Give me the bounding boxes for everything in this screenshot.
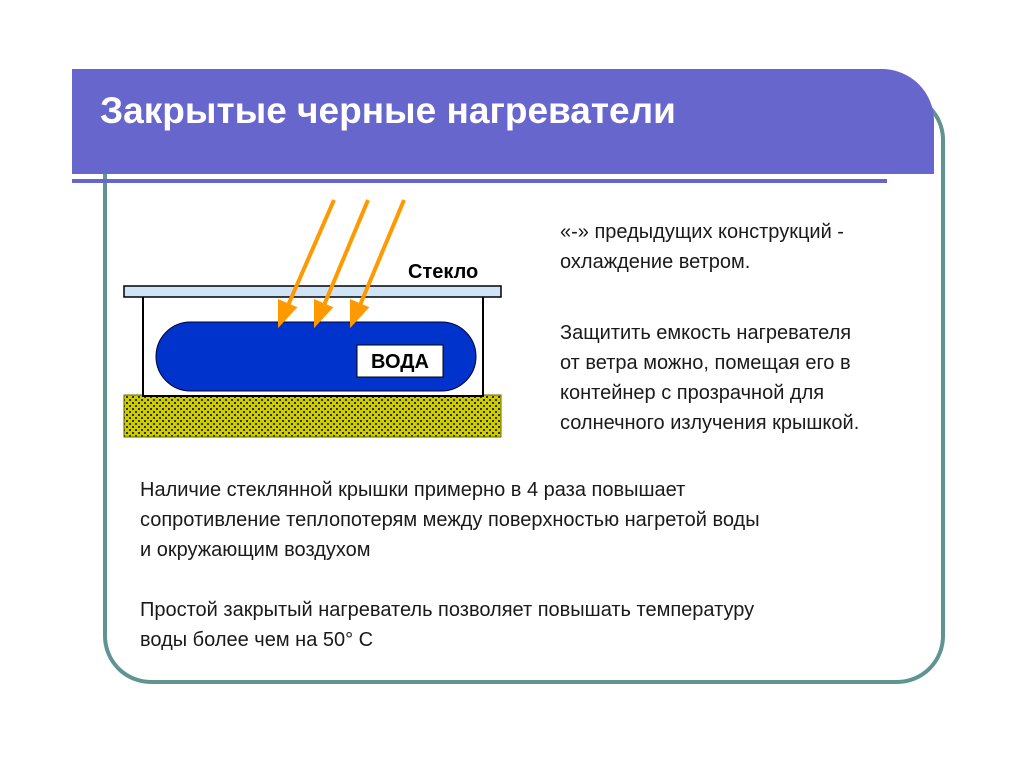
title-underline [72, 179, 887, 183]
sun-rays [278, 199, 406, 329]
ray-arrowhead-icon [278, 298, 298, 329]
paragraph-protect-tank: Защитить емкость нагревателя от ветра мо… [560, 322, 860, 434]
sun-ray-icon [320, 199, 370, 311]
paragraph-wind-cooling: «-» предыдущих конструкций - охлаждение … [560, 221, 844, 273]
slide-title: Закрытые черные нагреватели [100, 90, 676, 131]
sun-ray-icon [356, 199, 406, 311]
glass-label: Стекло [408, 261, 478, 283]
water-label-box [356, 344, 444, 378]
base-layer [123, 394, 502, 438]
ray-arrowhead-icon [350, 298, 370, 329]
paragraph-glass-cover: Наличие стеклянной крышки примерно в 4 р… [140, 479, 760, 561]
paragraph-temperature: Простой закрытый нагреватель позволяет п… [140, 599, 755, 651]
glass-cover [123, 285, 502, 298]
sun-ray-icon [284, 199, 336, 311]
title-bar [72, 69, 934, 174]
ray-arrowhead-icon [314, 298, 334, 329]
water-label: ВОДА [371, 351, 429, 373]
